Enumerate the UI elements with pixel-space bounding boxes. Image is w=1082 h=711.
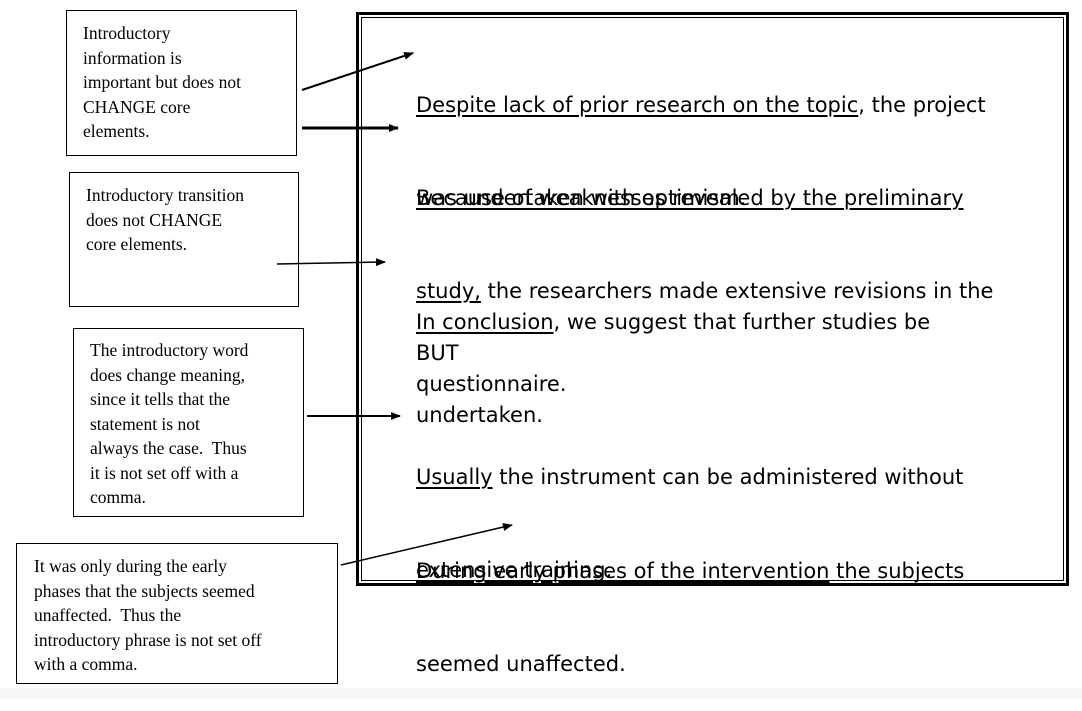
note-line: phases that the subjects seemed bbox=[34, 580, 255, 601]
example-usually: Usually the instrument can be administer… bbox=[416, 400, 963, 617]
note-line: important but does not bbox=[83, 72, 241, 92]
note-line: introductory phrase is not set off bbox=[34, 629, 262, 650]
note-line: statement is not bbox=[90, 413, 200, 434]
arrow-to-in-conclusion bbox=[276, 258, 386, 267]
note-introductory-word: The introductory word does change meanin… bbox=[73, 328, 304, 517]
note-line: Introductory transition bbox=[86, 185, 244, 205]
example-line: study, the researchers made extensive re… bbox=[416, 276, 993, 307]
example-line: undertaken. bbox=[416, 403, 543, 427]
example-line: was undertaken with optimism. bbox=[416, 186, 747, 210]
note-line: does not CHANGE bbox=[86, 209, 223, 230]
example-during: During early phases of the intervention … bbox=[416, 494, 964, 711]
example-line: Usually the instrument can be administer… bbox=[416, 462, 963, 493]
note-line: it is not set off with a bbox=[90, 462, 239, 483]
note-line: with a comma. bbox=[34, 654, 138, 674]
note-early-phases: It was only during the early phases that… bbox=[16, 543, 338, 684]
note-line: does change meaning, bbox=[90, 364, 246, 385]
note-line: since it tells that the bbox=[90, 389, 230, 409]
sentence-text: the researchers made extensive revisions… bbox=[480, 279, 994, 303]
note-line: always the case. Thus bbox=[90, 438, 247, 458]
introductory-phrase: Despite lack of prior research on the to… bbox=[416, 93, 859, 117]
introductory-word: Usually bbox=[416, 465, 493, 489]
sentence-text: the instrument can be administered witho… bbox=[492, 465, 964, 489]
example-line: extensive training. bbox=[416, 558, 613, 582]
sentence-text: , the project bbox=[858, 93, 986, 117]
note-line: CHANGE core bbox=[83, 96, 191, 117]
examples-box-inner-border bbox=[361, 17, 1064, 581]
introductory-phrase: During early phases of the intervention bbox=[416, 559, 830, 583]
example-line: In conclusion, we suggest that further s… bbox=[416, 307, 930, 338]
introductory-phrase: study, bbox=[416, 279, 481, 303]
introductory-phrase: In conclusion bbox=[416, 310, 554, 334]
note-line: information is bbox=[83, 47, 182, 68]
sentence-text: , we suggest that further studies be bbox=[553, 310, 931, 334]
examples-box-outer-border bbox=[356, 12, 1069, 586]
note-introductory-information: Introductory information is important bu… bbox=[66, 10, 297, 156]
example-despite: Despite lack of prior research on the to… bbox=[416, 28, 986, 245]
note-line: It was only during the early bbox=[34, 556, 227, 576]
arrow-to-during bbox=[340, 523, 513, 566]
note-introductory-transition: Introductory transition does not CHANGE … bbox=[69, 172, 299, 307]
example-in-conclusion: In conclusion, we suggest that further s… bbox=[416, 245, 930, 462]
note-line: core elements. bbox=[86, 234, 188, 254]
note-line: comma. bbox=[90, 487, 146, 507]
example-line: questionnaire. bbox=[416, 372, 567, 396]
example-because: Because of weaknesses revealed by the pr… bbox=[416, 121, 993, 431]
page-bottom-edge bbox=[0, 688, 1082, 699]
but-divider-label: BUT bbox=[416, 341, 459, 365]
note-line: Introductory bbox=[83, 23, 171, 43]
introductory-phrase: Because of weaknesses revealed by the pr… bbox=[416, 186, 964, 210]
note-line: The introductory word bbox=[90, 340, 249, 360]
example-line: seemed unaffected. bbox=[416, 652, 626, 676]
sentence-text: the subjects bbox=[829, 559, 965, 583]
note-line: elements. bbox=[83, 121, 150, 141]
arrow-to-despite bbox=[301, 52, 414, 91]
example-line: During early phases of the intervention … bbox=[416, 556, 964, 587]
example-line: Despite lack of prior research on the to… bbox=[416, 90, 986, 121]
note-line: unaffected. Thus the bbox=[34, 605, 182, 625]
example-line: Because of weaknesses revealed by the pr… bbox=[416, 183, 993, 214]
